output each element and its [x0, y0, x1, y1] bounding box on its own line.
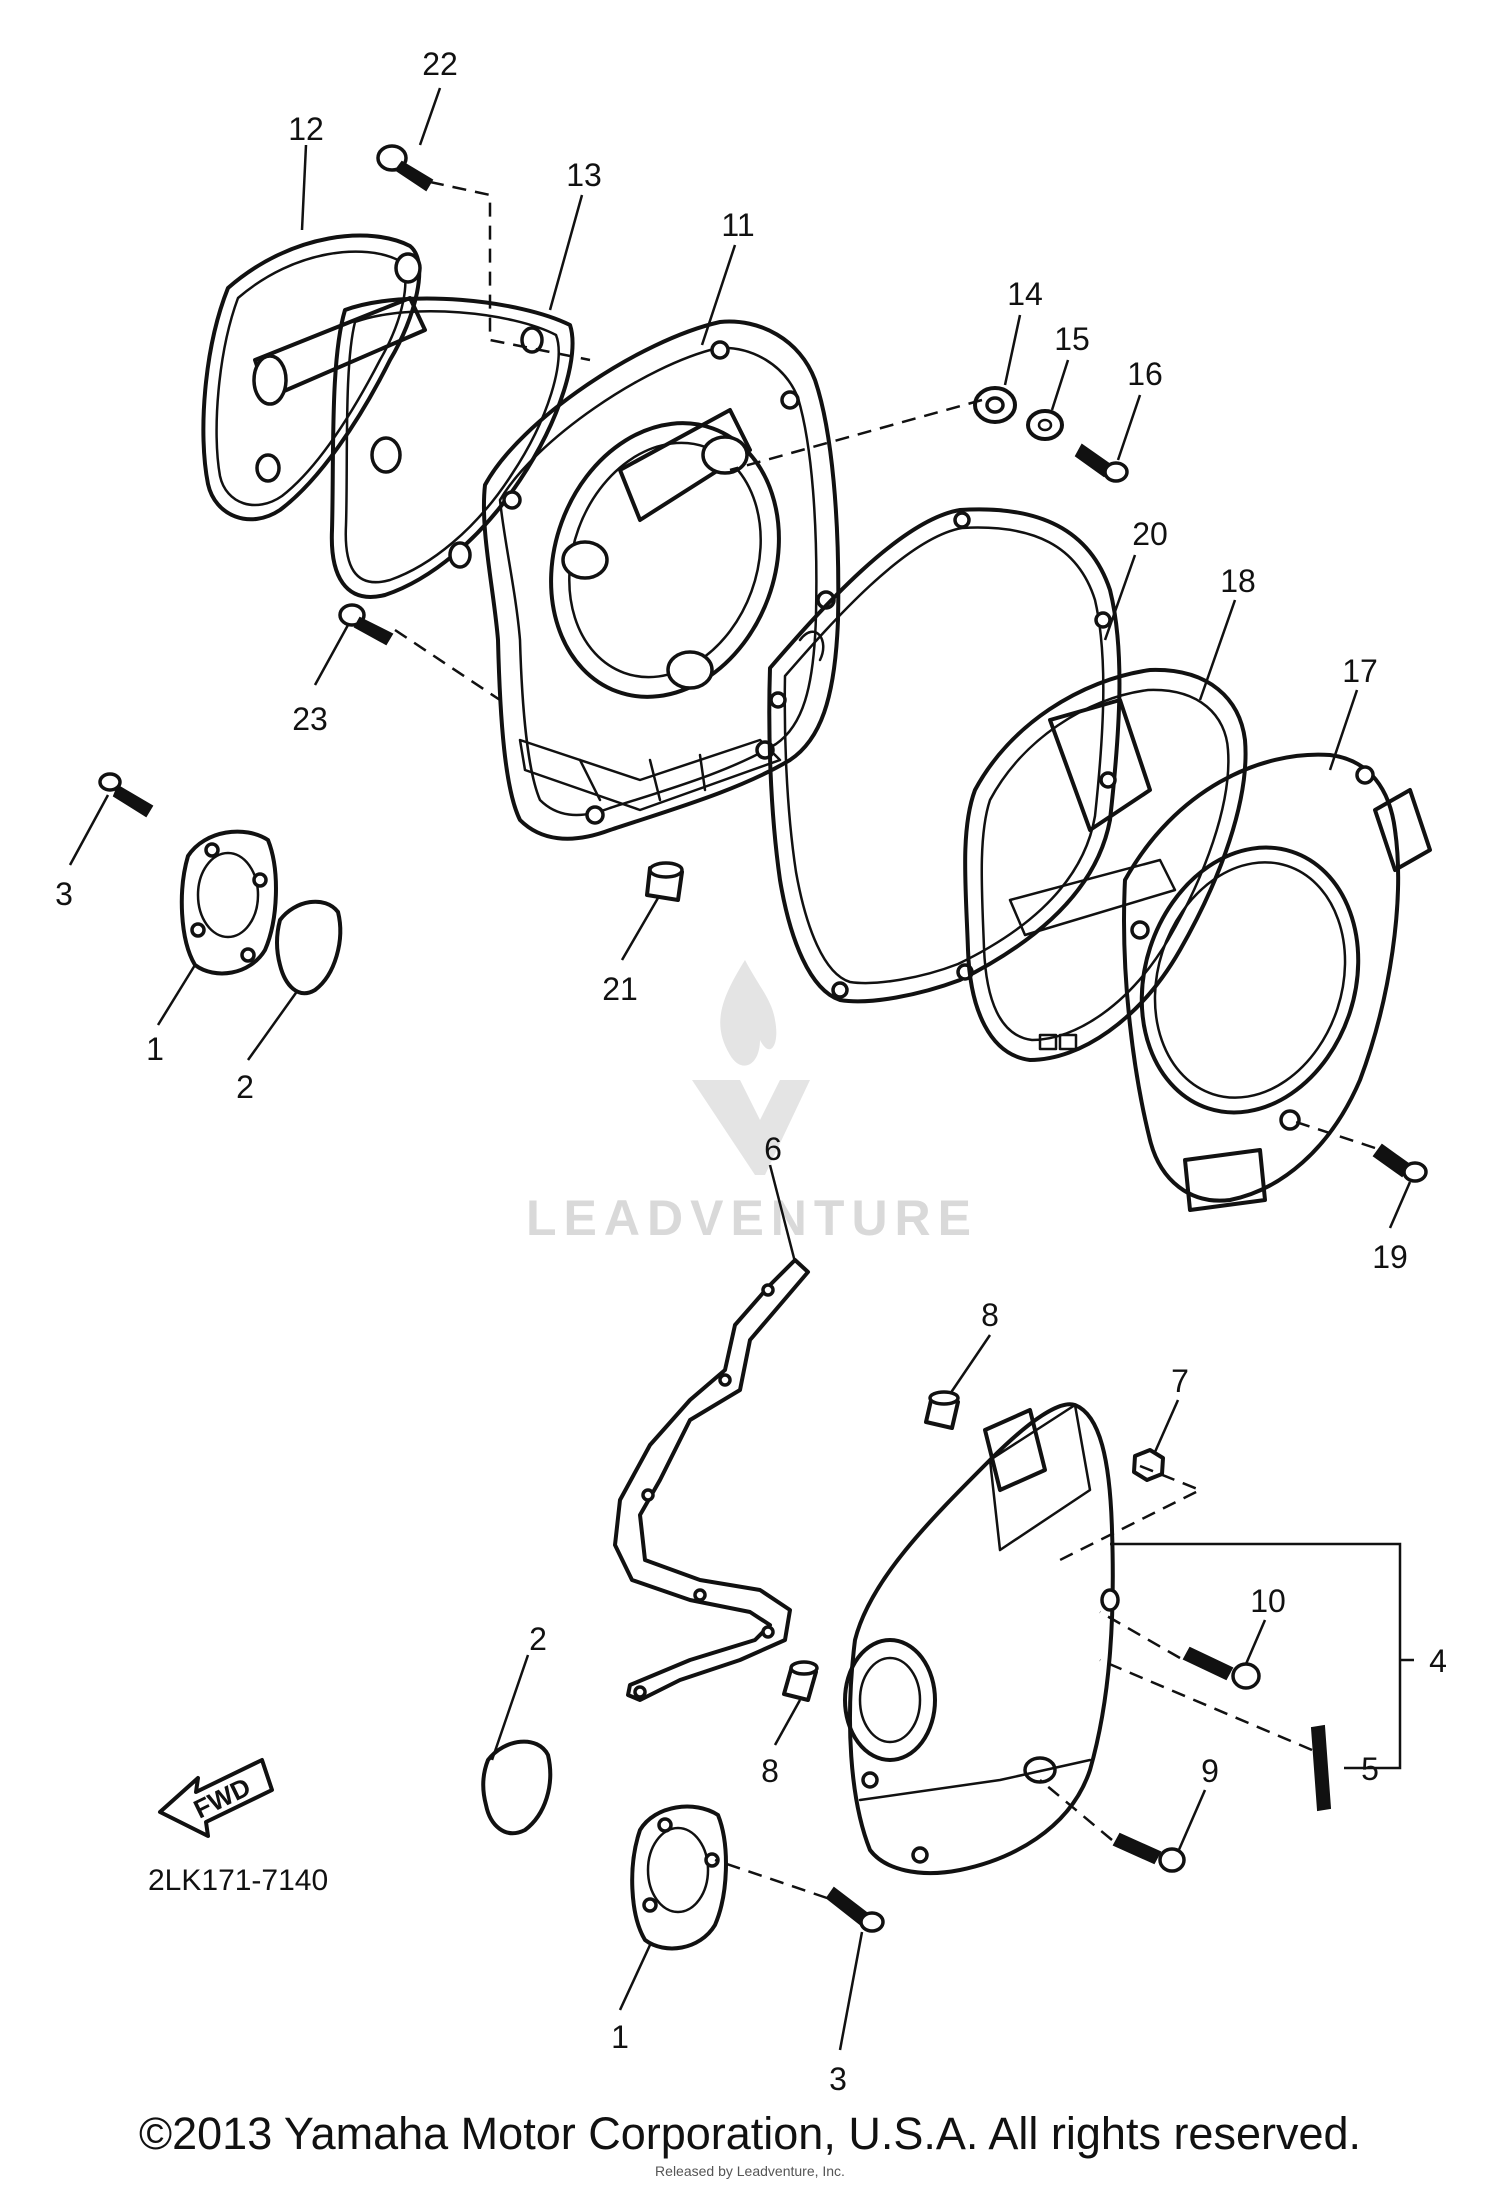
- part-23-bolt: [338, 603, 394, 646]
- callout-13: 13: [566, 157, 602, 193]
- callout-14: 14: [1007, 276, 1043, 312]
- assembly-lines: [394, 180, 1376, 1900]
- part-4-crankcase-cover-left: [843, 1402, 1120, 1876]
- callout-3-lower: 3: [829, 2061, 847, 2097]
- part-19-screw: [1372, 1143, 1428, 1183]
- watermark-brand: LEADVENTURE: [526, 1190, 978, 1246]
- callout-7: 7: [1171, 1363, 1189, 1399]
- part-12-cover-plate: [201, 233, 427, 522]
- part-3-bolt-lower: [825, 1886, 885, 1933]
- callout-2-lower: 2: [529, 1621, 547, 1657]
- watermark-small-text: Released by Leadventure, Inc.: [655, 2163, 845, 2179]
- callout-labels: 22 12 13 11 14 15 16 20 18 17 23 21 19 3…: [55, 46, 1447, 2097]
- part-15-washer: [1026, 409, 1064, 441]
- callout-15: 15: [1054, 321, 1090, 357]
- callout-1-lower: 1: [611, 2019, 629, 2055]
- part-16-screw: [1074, 443, 1129, 483]
- part-9-bolt: [1112, 1832, 1186, 1873]
- part-20-gasket: [767, 507, 1122, 1004]
- callout-16: 16: [1127, 356, 1163, 392]
- callout-21: 21: [602, 971, 638, 1007]
- part-13-seal-ring: [329, 296, 575, 599]
- part-8-dowel-lower: [782, 1660, 819, 1702]
- callout-22: 22: [422, 46, 458, 82]
- part-21-dowel-pin: [645, 861, 684, 902]
- copyright-footer: ©2013 Yamaha Motor Corporation, U.S.A. A…: [138, 2108, 1362, 2159]
- part-6-gasket: [613, 1258, 810, 1702]
- callout-8-upper: 8: [981, 1297, 999, 1333]
- part-1-cap-lower: [630, 1804, 728, 1951]
- part-22-bolt: [376, 144, 434, 192]
- callout-23: 23: [292, 701, 328, 737]
- callout-19: 19: [1372, 1239, 1408, 1275]
- part-8-dowel-upper: [924, 1390, 960, 1430]
- part-14-grommet: [973, 386, 1017, 424]
- callout-11: 11: [721, 207, 754, 243]
- callout-4: 4: [1429, 1643, 1447, 1679]
- callout-20: 20: [1132, 516, 1168, 552]
- diagram-part-number: 2LK171-7140: [148, 1864, 328, 1897]
- callout-18: 18: [1220, 563, 1256, 599]
- part-1-cap-upper: [179, 829, 278, 976]
- part-7-nut: [1132, 1448, 1165, 1482]
- callout-9: 9: [1201, 1753, 1219, 1789]
- callout-12: 12: [288, 111, 324, 147]
- callout-8-lower: 8: [761, 1753, 779, 1789]
- part-18-plate: [963, 667, 1248, 1062]
- part-10-bolt: [1182, 1646, 1261, 1690]
- part-11-crankcase-cover: [481, 319, 841, 841]
- callout-2-upper: 2: [236, 1069, 254, 1105]
- leader-lines: [68, 87, 1414, 2051]
- callout-10: 10: [1250, 1583, 1286, 1619]
- leadventure-watermark-logo: [692, 960, 810, 1175]
- callout-17: 17: [1342, 653, 1378, 689]
- fwd-arrow-icon: [158, 1758, 274, 1838]
- part-3-bolt-upper: [98, 772, 154, 818]
- callout-6: 6: [764, 1131, 782, 1167]
- part-2-gasket-upper: [275, 899, 343, 996]
- callout-3-upper: 3: [55, 876, 73, 912]
- part-17-outer-cover: [1122, 752, 1432, 1212]
- callout-5: 5: [1361, 1751, 1379, 1787]
- callout-1-upper: 1: [146, 1031, 164, 1067]
- part-2-gasket-lower: [481, 1739, 553, 1836]
- part-5-label: [1310, 1724, 1332, 1812]
